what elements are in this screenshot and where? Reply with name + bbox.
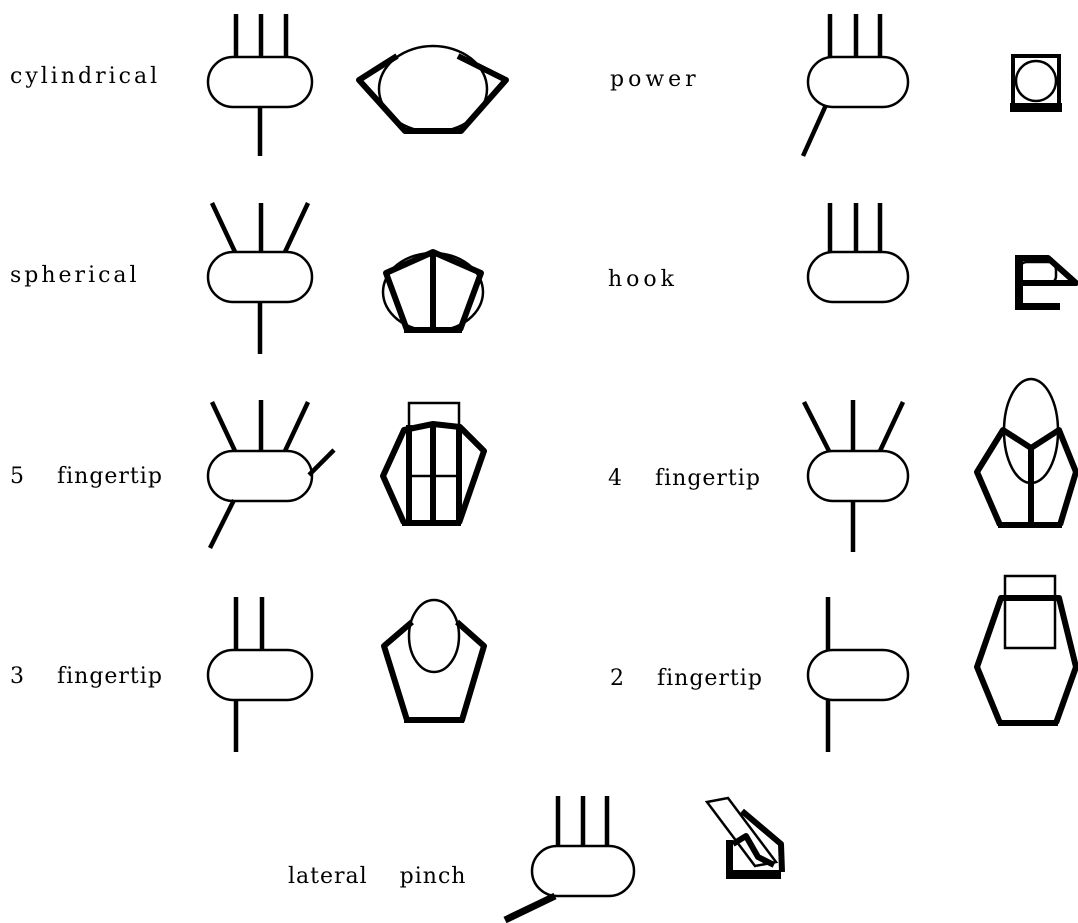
lateral-pinch-hand-schematic xyxy=(505,796,634,920)
cylindrical-grasp-object xyxy=(359,46,506,132)
five-fingertip-grasp-object xyxy=(383,403,484,523)
cylindrical-hand-schematic xyxy=(208,14,312,156)
spherical-grasp-object xyxy=(383,252,483,331)
lateral-pinch-grasp-object xyxy=(707,798,782,879)
power-hand-schematic xyxy=(803,14,908,156)
four-fingertip-grasp-object xyxy=(977,379,1076,525)
two-fingertip-hand-schematic xyxy=(808,597,908,752)
five-fingertip-hand-schematic xyxy=(208,400,334,548)
power-grasp-object xyxy=(1010,56,1062,112)
hook-hand-schematic xyxy=(808,203,908,302)
spherical-hand-schematic xyxy=(208,203,312,354)
four-fingertip-hand-schematic xyxy=(804,400,908,552)
hook-grasp-object xyxy=(1015,255,1076,310)
three-fingertip-hand-schematic xyxy=(208,597,312,752)
two-fingertip-grasp-object xyxy=(977,576,1076,723)
three-fingertip-grasp-object xyxy=(384,600,484,720)
